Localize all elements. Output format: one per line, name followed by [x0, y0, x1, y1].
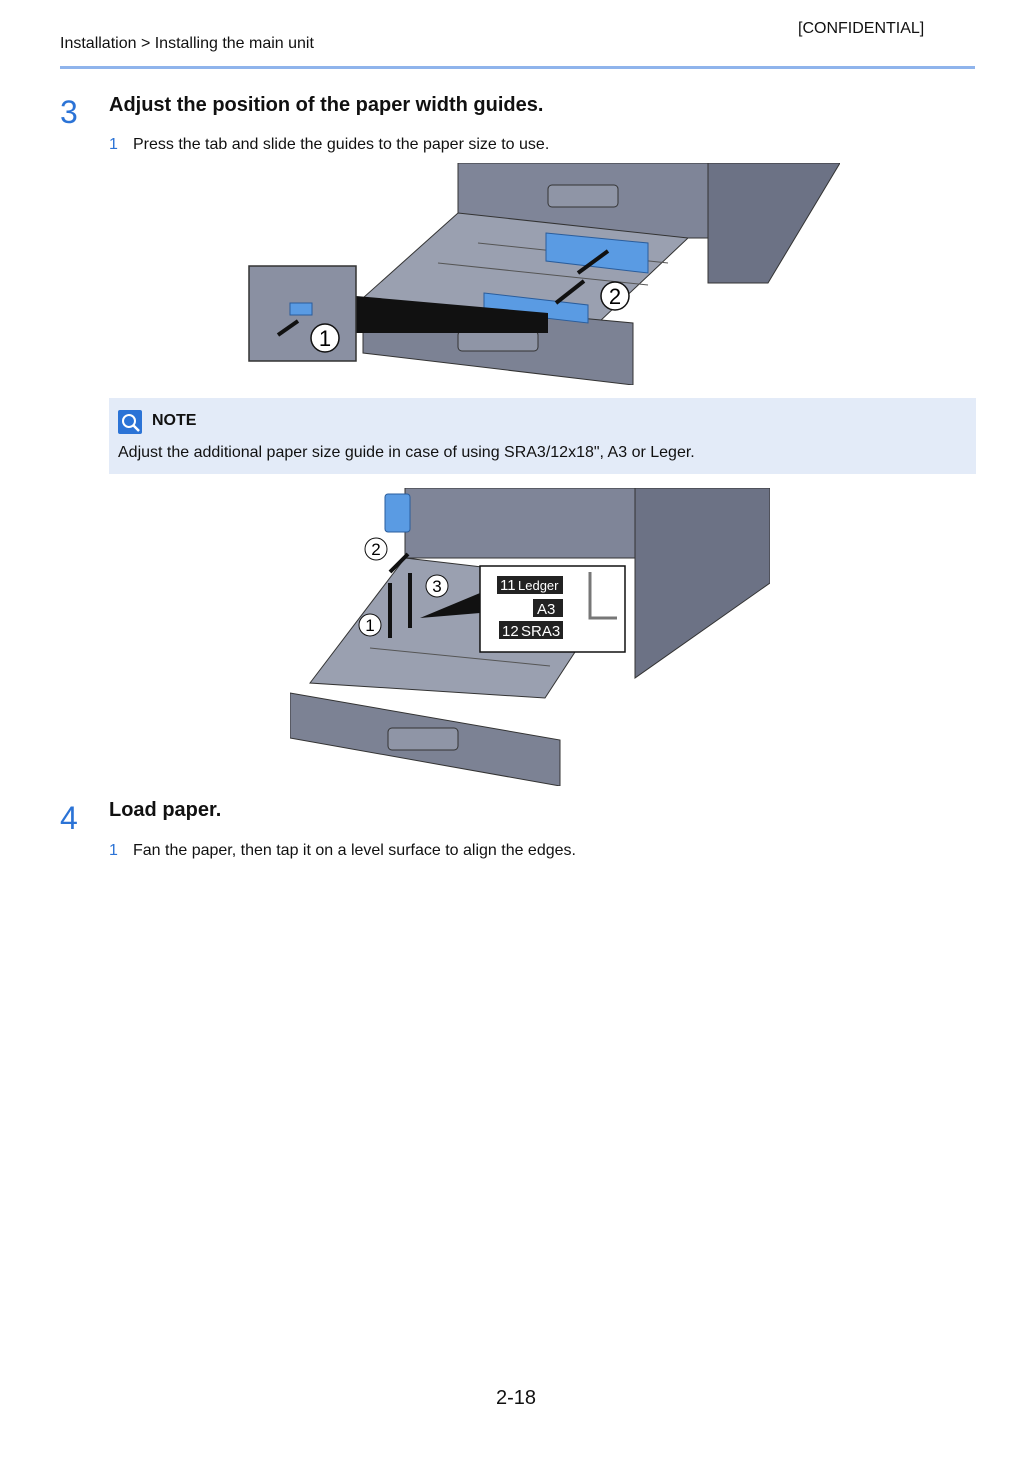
ledger-label-text: Ledger	[518, 578, 559, 593]
tray-rib	[369, 647, 551, 667]
callout-3-label: 3	[432, 577, 441, 596]
tray-rib	[437, 262, 649, 286]
step-3-title: Adjust the position of the paper width g…	[109, 94, 544, 116]
move-arrow	[388, 552, 410, 574]
step-3-substep-number: 1	[109, 136, 118, 153]
callout-2-label: 2	[371, 540, 380, 559]
sra3-label-number: 12	[502, 623, 519, 640]
callout-1-label: 1	[319, 326, 331, 351]
page-number: 2-18	[496, 1387, 537, 1409]
breadcrumb: Installation > Installing the main unit	[60, 35, 314, 52]
machine-side	[707, 163, 840, 284]
paper-width-guide-rear	[545, 232, 649, 274]
ledger-label-bg	[497, 576, 563, 594]
note-icon	[118, 410, 142, 434]
callout-2-circle	[600, 281, 630, 311]
callout-2-circle	[364, 537, 388, 561]
callout-2-label: 2	[609, 284, 621, 309]
tray-handle	[457, 330, 539, 352]
figure-paper-width-guides: 2 1	[248, 163, 840, 385]
additional-size-guide	[384, 493, 411, 533]
callout-1-label: 1	[365, 616, 374, 635]
a3-label-text: A3	[537, 601, 555, 618]
confidential-label: [CONFIDENTIAL]	[798, 20, 925, 37]
slide-arrow	[576, 249, 610, 275]
step-4-substep-number: 1	[109, 842, 118, 859]
step-4-number: 4	[60, 800, 78, 836]
callout-1-circle	[310, 323, 340, 353]
step-4-title: Load paper.	[109, 799, 222, 821]
step-3-number: 3	[60, 94, 78, 130]
note-title: NOTE	[152, 412, 197, 429]
sra3-label-text: SRA3	[521, 623, 560, 640]
inset-pointer	[420, 593, 480, 618]
machine-body	[404, 488, 636, 559]
inset-pointer	[356, 296, 548, 333]
note-box: NOTE Adjust the additional paper size gu…	[109, 398, 976, 474]
note-icon-glyph	[122, 414, 140, 432]
figure-additional-size-guide: 1 2 3 11 Ledger A3 12 SRA3	[290, 488, 770, 786]
slide-arrow	[554, 279, 586, 305]
callout-1-circle	[358, 613, 382, 637]
note-text: Adjust the additional paper size guide i…	[118, 444, 695, 461]
guide-edge	[588, 572, 617, 620]
machine-side	[634, 488, 770, 679]
sra3-label-bg	[499, 621, 563, 639]
callout-3-circle	[425, 574, 449, 598]
paper-width-guide-front	[483, 292, 589, 324]
a3-label-bg	[533, 599, 563, 617]
step-4-substep-text: Fan the paper, then tap it on a level su…	[133, 842, 576, 859]
step-3-substep-text: Press the tab and slide the guides to th…	[133, 136, 550, 153]
machine-handle	[547, 184, 619, 208]
tray-handle	[387, 727, 459, 751]
header-divider	[60, 66, 975, 69]
press-arrow	[276, 319, 300, 337]
tab-release	[289, 302, 313, 316]
ledger-label-number: 11	[500, 577, 516, 594]
